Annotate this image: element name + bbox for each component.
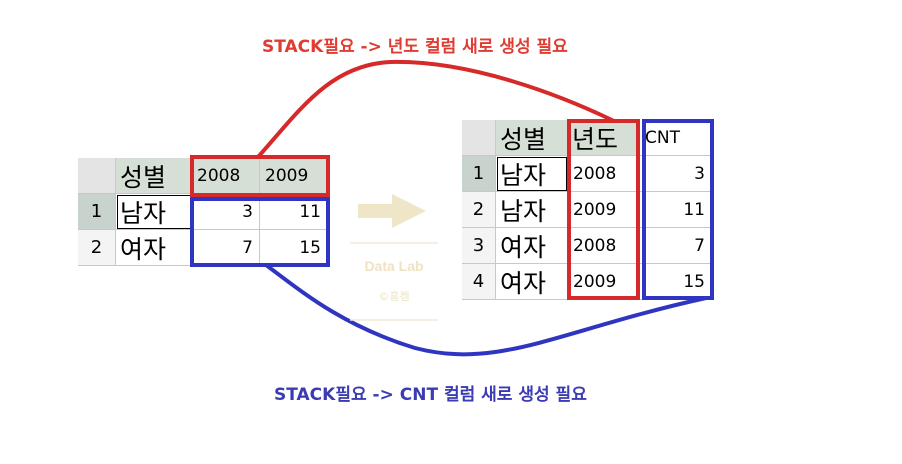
stack-year-caption: STACK필요 -> 년도 컬럼 새로 생성 필요 xyxy=(262,37,568,57)
header-2008[interactable]: 2008 xyxy=(192,158,260,194)
corner-cell[interactable] xyxy=(78,158,116,194)
row-number[interactable]: 2 xyxy=(462,192,496,228)
red-connector-curve xyxy=(256,59,615,159)
value-2009-cell[interactable]: 15 xyxy=(260,230,328,266)
corner-cell[interactable] xyxy=(462,120,496,156)
gender-cell[interactable]: 여자 xyxy=(496,228,568,264)
value-2009-cell[interactable]: 11 xyxy=(260,194,328,230)
long-table: 성별 년도 CNT 1 남자 2008 3 2 남자 2009 11 3 여자 … xyxy=(462,120,714,300)
blue-connector-curve xyxy=(260,260,707,357)
value-2008-cell[interactable]: 3 xyxy=(192,194,260,230)
gender-cell[interactable]: 남자 xyxy=(496,192,568,228)
watermark-subtitle: ©홍켐 xyxy=(378,290,410,303)
value-2008-cell[interactable]: 7 xyxy=(192,230,260,266)
year-cell[interactable]: 2008 xyxy=(568,156,640,192)
row-number[interactable]: 2 xyxy=(78,230,116,266)
cnt-cell[interactable]: 3 xyxy=(640,156,712,192)
watermark-title: Data Lab xyxy=(364,258,424,274)
row-number[interactable]: 1 xyxy=(462,156,496,192)
cnt-cell[interactable]: 11 xyxy=(640,192,712,228)
row-number[interactable]: 1 xyxy=(78,194,116,230)
header-2009[interactable]: 2009 xyxy=(260,158,328,194)
cnt-cell[interactable]: 7 xyxy=(640,228,712,264)
transform-arrow-icon xyxy=(358,194,426,228)
header-gender[interactable]: 성별 xyxy=(116,158,192,194)
gender-cell[interactable]: 여자 xyxy=(496,264,568,300)
stack-cnt-caption: STACK필요 -> CNT 컬럼 새로 생성 필요 xyxy=(274,385,587,405)
gender-cell[interactable]: 남자 xyxy=(116,194,192,230)
wide-table: 성별 2008 2009 1 남자 3 11 2 여자 7 15 xyxy=(78,158,332,266)
row-number[interactable]: 3 xyxy=(462,228,496,264)
row-number[interactable]: 4 xyxy=(462,264,496,300)
cnt-cell[interactable]: 15 xyxy=(640,264,712,300)
header-cnt[interactable]: CNT xyxy=(640,120,712,156)
header-year[interactable]: 년도 xyxy=(568,120,640,156)
gender-cell[interactable]: 남자 xyxy=(496,156,568,192)
header-gender[interactable]: 성별 xyxy=(496,120,568,156)
year-cell[interactable]: 2008 xyxy=(568,228,640,264)
gender-cell[interactable]: 여자 xyxy=(116,230,192,266)
year-cell[interactable]: 2009 xyxy=(568,264,640,300)
year-cell[interactable]: 2009 xyxy=(568,192,640,228)
